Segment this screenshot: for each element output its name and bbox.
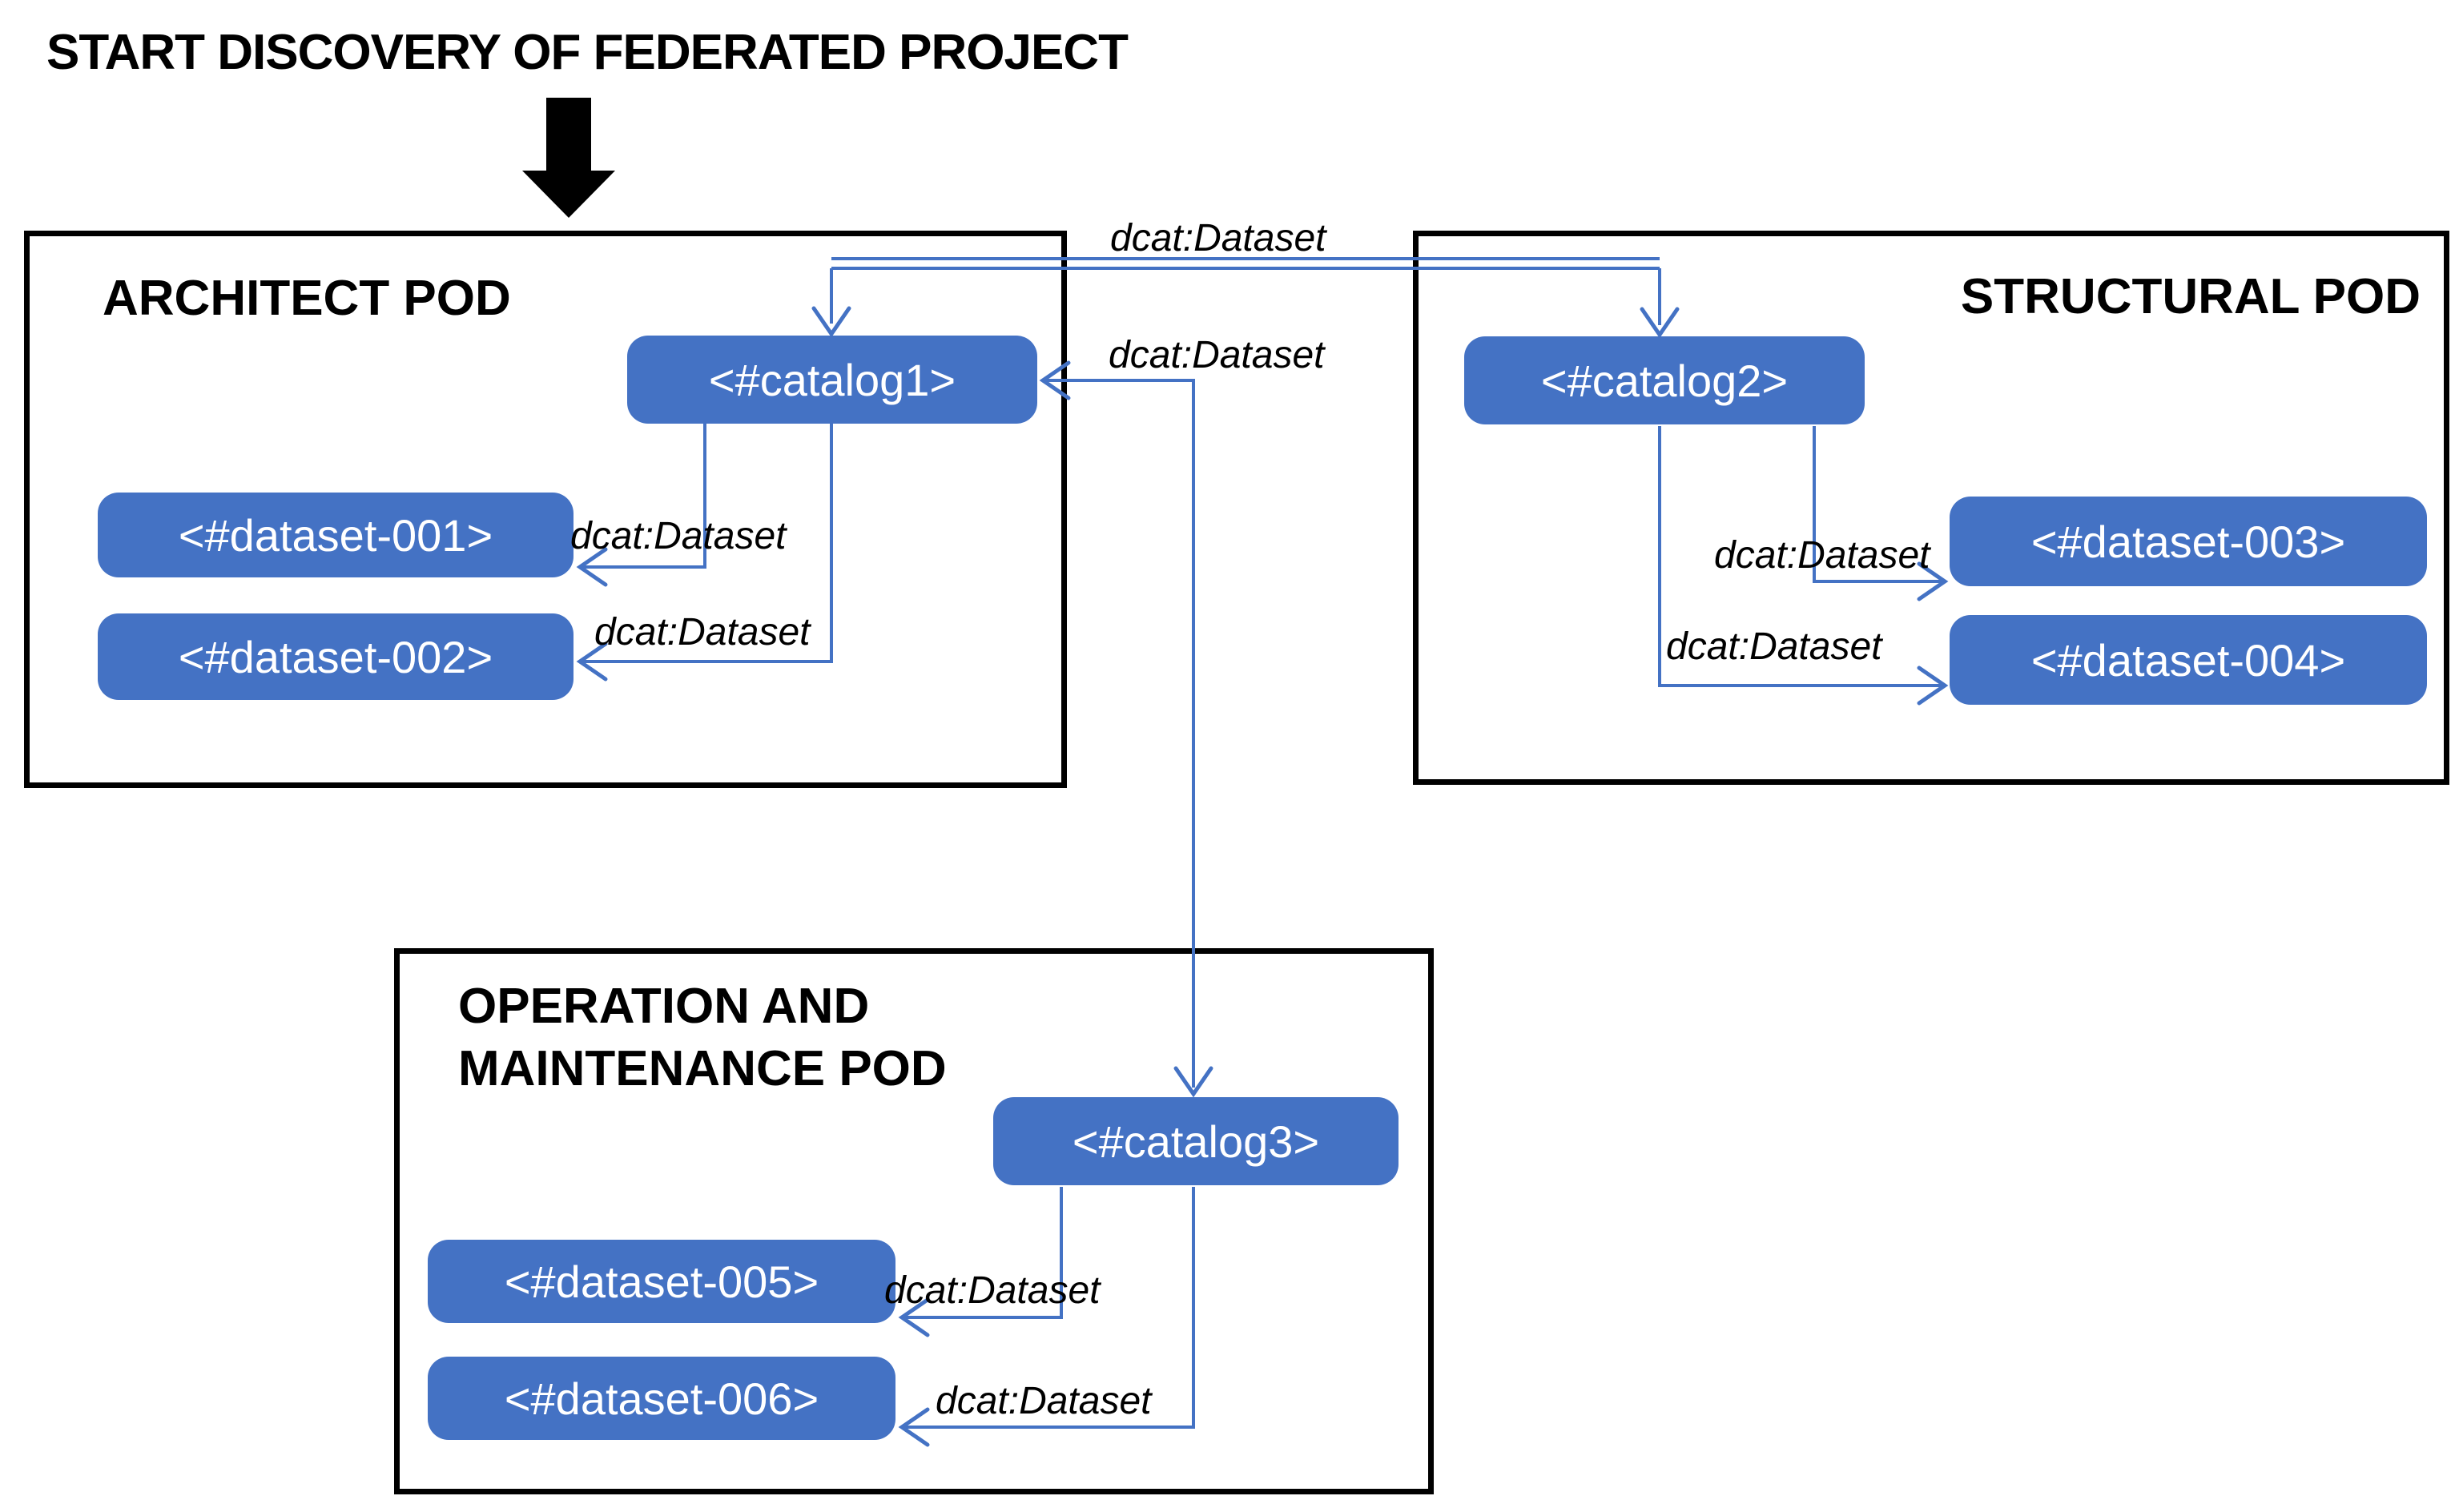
node-catalog2: <#catalog2> [1464, 336, 1865, 424]
edge-label-dataset-005: dcat:Dataset [884, 1269, 1101, 1312]
edge-label-dataset-006: dcat:Dataset [936, 1380, 1152, 1422]
edge-label-dataset-003: dcat:Dataset [1714, 534, 1930, 577]
arrowhead-into-dataset-004-icon [1917, 666, 1949, 706]
edge-label-catalog2-catalog1: dcat:Dataset [1110, 217, 1326, 259]
edge-catalog1-dataset-001 [582, 424, 706, 569]
pod-label-operation-maintenance: OPERATION AND MAINTENANCE POD [458, 975, 947, 1100]
edge-catalog3-dataset-006 [904, 1187, 1195, 1429]
pod-operation-maintenance [394, 948, 1434, 1494]
arrowhead-into-catalog2-top-icon [1640, 307, 1680, 339]
arrowhead-into-catalog3-top-icon [1173, 1066, 1213, 1098]
arrowhead-into-dataset-003-icon [1917, 561, 1949, 601]
edge-catalog3-dataset-005 [904, 1187, 1063, 1319]
edge-label-catalog1-catalog3: dcat:Dataset [1109, 334, 1325, 376]
arrowhead-into-catalog1-right-icon [1039, 360, 1071, 400]
edge-label-dataset-004: dcat:Dataset [1666, 625, 1882, 668]
node-dataset-006: <#dataset-006> [428, 1357, 895, 1440]
pod-label-om-line2: MAINTENANCE POD [458, 1040, 947, 1096]
node-dataset-001: <#dataset-001> [98, 493, 573, 577]
arrowhead-into-dataset-005-icon [898, 1297, 930, 1337]
node-dataset-004: <#dataset-004> [1950, 615, 2427, 705]
edge-catalog1-catalog3 [1044, 379, 1195, 1088]
edge-catalog2-dataset-004 [1658, 426, 1942, 687]
diagram-title: START DISCOVERY OF FEDERATED PROJECT [46, 25, 1129, 80]
arrowhead-into-dataset-006-icon [898, 1407, 930, 1447]
node-catalog1: <#catalog1> [627, 336, 1037, 424]
pod-label-structural: STRUCTURAL POD [1960, 269, 2421, 324]
node-dataset-003: <#dataset-003> [1950, 497, 2427, 586]
edge-catalog2-dataset-003 [1813, 426, 1942, 583]
arrowhead-into-dataset-001-icon [576, 547, 608, 587]
edge-label-dataset-002: dcat:Dataset [594, 611, 811, 653]
node-catalog3: <#catalog3> [993, 1097, 1399, 1185]
pod-label-architect: ARCHITECT POD [103, 271, 511, 326]
start-arrow-icon [522, 98, 615, 218]
edge-catalog1-dataset-002 [582, 424, 833, 663]
arrowhead-into-catalog1-top-icon [811, 306, 851, 338]
node-dataset-005: <#dataset-005> [428, 1240, 895, 1323]
pod-structural [1413, 231, 2449, 785]
pod-architect [24, 231, 1067, 788]
edge-label-dataset-001: dcat:Dataset [570, 515, 787, 557]
node-dataset-002: <#dataset-002> [98, 613, 573, 700]
arrowhead-into-dataset-002-icon [576, 641, 608, 682]
pod-label-om-line1: OPERATION AND [458, 979, 870, 1034]
